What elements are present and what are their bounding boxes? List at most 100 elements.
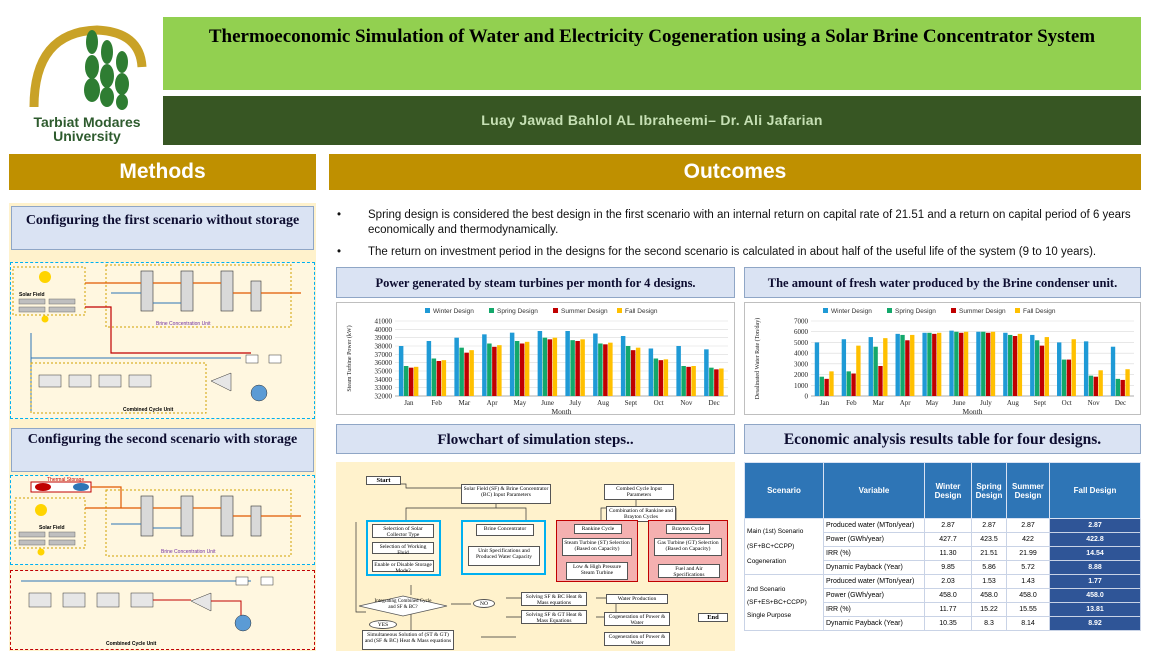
legend-swatch [553, 308, 558, 313]
university-logo: Tarbiat Modares University [22, 12, 152, 143]
table-cell: 8.14 [1006, 616, 1050, 631]
table-cell: 423.5 [971, 532, 1007, 547]
flow-storage-mode: Enable or Disable Storage Mode? [372, 560, 434, 574]
col-scenario: Scenario [744, 462, 824, 519]
flow-brayton: Brayton Cycle [666, 524, 710, 534]
methods-heading: Methods [9, 154, 316, 190]
bar [403, 366, 409, 396]
bar [1110, 346, 1116, 396]
table-cell: Power (GWh/year) [823, 588, 925, 603]
chart1-heading: Power generated by steam turbines per mo… [336, 267, 735, 298]
y-tick-label: 3000 [794, 360, 809, 368]
x-tick-label: Feb [431, 399, 442, 407]
flow-water-production: Water Production [606, 594, 668, 604]
y-axis-label: Steam Turbine Power (kW) [346, 325, 353, 391]
bar [408, 367, 414, 396]
y-tick-label: 38000 [375, 343, 393, 351]
bar [990, 331, 996, 396]
table-cell: 1.77 [1049, 574, 1141, 589]
table-row: Main (1st) Scenario (SF+BC+CCPP) Cogener… [744, 518, 1141, 575]
logo-emblem-icon [29, 25, 147, 110]
y-tick-label: 33000 [375, 384, 393, 392]
table-row: 2nd Scenario (SF+ES+BC+CCPP) Single Purp… [744, 574, 1141, 631]
bar [954, 331, 959, 396]
x-tick-label: Aug [597, 399, 610, 407]
bar [1012, 336, 1018, 396]
table-cell: 8.3 [971, 616, 1007, 631]
table-heading: Economic analysis results table for four… [744, 424, 1141, 454]
legend-swatch [425, 308, 430, 313]
x-tick-label: Nov [1088, 399, 1101, 407]
bar [630, 350, 636, 396]
y-tick-label: 36000 [375, 359, 393, 367]
scenario2-heading: Configuring the second scenario with sto… [11, 428, 314, 472]
y-tick-label: 37000 [375, 351, 393, 359]
flow-cogen2: Cogeneration of Power & Water [604, 632, 670, 646]
thermal-storage-label: Thermal Storage [47, 477, 84, 483]
y-tick-label: 5000 [794, 339, 809, 347]
legend-label: Fall Design [1023, 308, 1056, 315]
x-tick-label: Apr [900, 399, 912, 407]
legend-swatch [823, 308, 828, 313]
table-cell: 15.22 [971, 602, 1007, 617]
x-tick-label: July [570, 399, 582, 407]
table-cell: 5.72 [1006, 560, 1050, 575]
bar [509, 332, 515, 396]
bar [719, 368, 724, 396]
bar [441, 360, 447, 396]
bar [922, 332, 927, 396]
table-cell: 422 [1006, 532, 1050, 547]
bar [487, 343, 492, 396]
bar [436, 361, 442, 396]
bar [900, 334, 905, 396]
scenario1-diagram: Solar Field Brine Concentration Unit Com… [10, 262, 315, 419]
flow-combination: Combination of Rankine and Brayton Cycle… [606, 506, 676, 522]
flowchart-heading: Flowchart of simulation steps.. [336, 424, 735, 454]
bar [1093, 376, 1098, 396]
econ-table: Scenario Variable Winter Design Spring D… [744, 462, 1141, 631]
logo-text-line1: Tarbiat Modares [33, 114, 141, 130]
table-cell: 427.7 [924, 532, 972, 547]
y-tick-label: 1000 [794, 382, 809, 390]
x-axis-label: Month [962, 407, 982, 416]
x-tick-label: Jan [404, 399, 414, 407]
y-tick-label: 40000 [375, 326, 393, 334]
flow-cogen1: Cogeneration of Power & Water [604, 612, 670, 626]
bar [1003, 332, 1008, 396]
x-tick-label: Oct [654, 399, 664, 407]
bar [814, 342, 820, 396]
x-tick-label: July [980, 399, 992, 407]
legend-swatch [951, 308, 956, 313]
bar [459, 347, 464, 396]
bar [846, 371, 851, 396]
bar [1115, 378, 1121, 396]
table-cell: 1.53 [971, 574, 1007, 589]
bar [492, 346, 497, 396]
scenario2-type: Single Purpose [747, 612, 792, 619]
scenario2-schematic-bottom: Combined Cycle Unit [21, 576, 274, 647]
flow-start: Start [366, 476, 401, 485]
bar [686, 366, 691, 396]
bar [709, 367, 714, 396]
legend-swatch [1015, 308, 1020, 313]
flow-st-selection: Steam Turbine (ST) Selection (Based on C… [562, 538, 632, 556]
x-tick-label: Sept [1034, 399, 1047, 407]
legend-swatch [617, 308, 622, 313]
bar [1088, 375, 1094, 396]
legend-label: Fall Design [625, 308, 658, 315]
y-tick-label: 2000 [794, 371, 809, 379]
table-cell: Dynamic Payback (Year) [823, 560, 925, 575]
bar [469, 350, 474, 396]
bar [1098, 370, 1103, 396]
bar [653, 358, 659, 396]
table-cell: 21.99 [1006, 546, 1050, 561]
bar [681, 366, 686, 396]
table-cell: 13.81 [1049, 602, 1141, 617]
flow-selection-collector: Selection of Solar Collector Type [372, 524, 434, 538]
x-tick-label: Oct [1062, 399, 1072, 407]
bar [524, 341, 530, 396]
flow-decision-shape [358, 595, 448, 617]
bar [676, 346, 681, 396]
